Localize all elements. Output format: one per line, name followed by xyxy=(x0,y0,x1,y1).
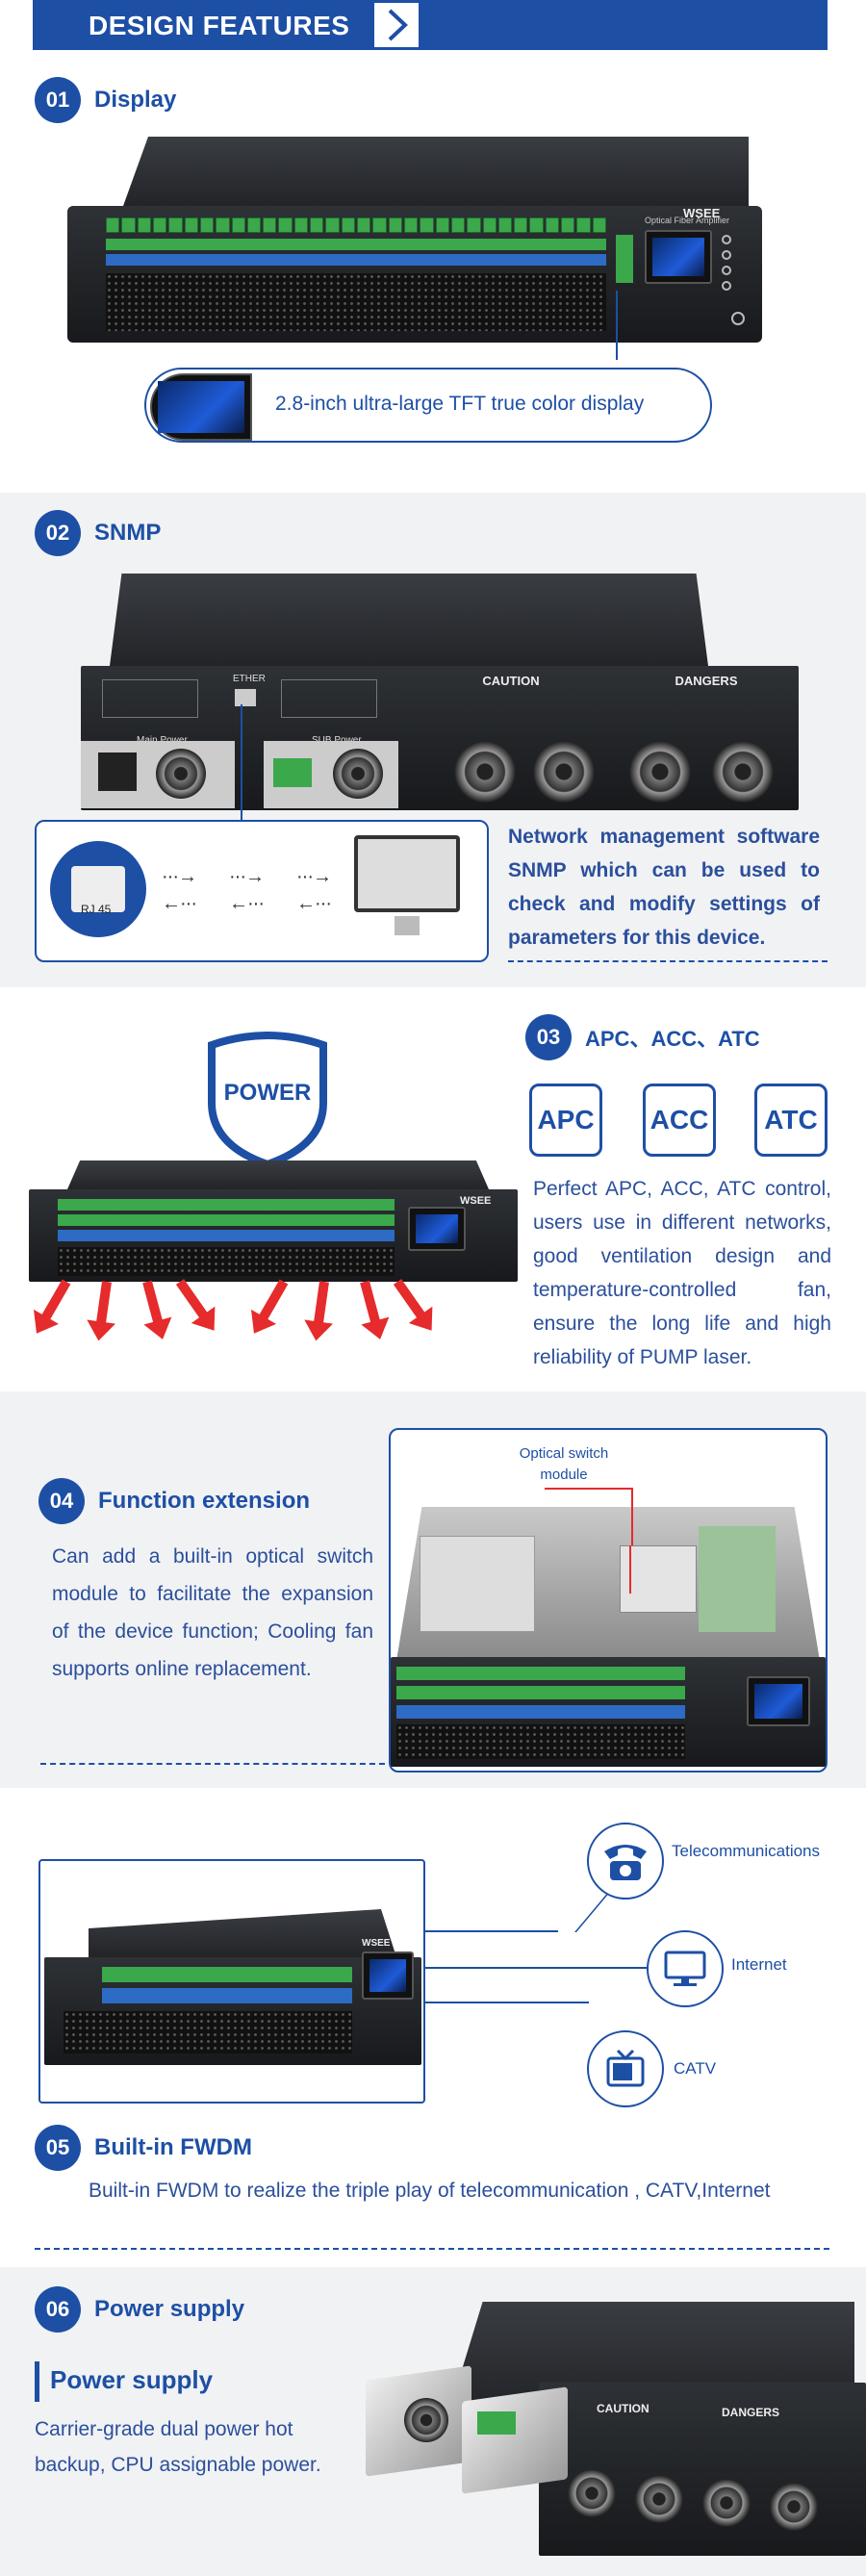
arrow-left-icon: ←··· xyxy=(296,893,332,914)
snmp-description: Network management software SNMP which c… xyxy=(508,826,820,949)
power-label: POWER xyxy=(223,1080,312,1106)
tft-screen xyxy=(645,230,712,284)
sub-power-label: SUB Power xyxy=(312,735,362,746)
dangers-label: DANGERS xyxy=(675,674,738,688)
chevron-right-icon xyxy=(371,0,421,50)
feature-number: 04 xyxy=(38,1478,85,1524)
caution-label: CAUTION xyxy=(597,2402,650,2415)
panel-label: Optical Fiber Amplifier xyxy=(645,216,730,225)
main-power-label: Main Power xyxy=(137,735,188,746)
feature-title: Power supply xyxy=(94,2296,245,2322)
page-title: DESIGN FEATURES xyxy=(89,11,350,40)
acc-badge: ACC xyxy=(643,1084,716,1157)
optical-switch-image: Optical switch module xyxy=(389,1428,828,1773)
rj45-label: RJ 45 xyxy=(81,903,112,916)
fwdm-device-image: WSEE xyxy=(38,1859,425,2104)
monitor-icon xyxy=(354,835,460,912)
feature-fwdm-section: WSEE Telecommunications Internet CATV 05… xyxy=(0,1788,866,2267)
computer-icon xyxy=(647,1930,724,2007)
feature-number: 05 xyxy=(35,2125,81,2171)
feature-title: Function extension xyxy=(98,1488,311,1514)
feature-title: Display xyxy=(94,87,177,113)
app-telecommunications: Telecommunications xyxy=(672,1842,821,1860)
rj45-port-icon xyxy=(50,841,146,937)
app-internet: Internet xyxy=(731,1955,787,1974)
header-bar: DESIGN FEATURES xyxy=(33,0,828,50)
telephone-icon xyxy=(587,1823,664,1900)
arrow-right-icon: ···→ xyxy=(296,866,332,887)
fwdm-description: Built-in FWDM to realize the triple play… xyxy=(89,2180,771,2202)
arrow-left-icon: ←··· xyxy=(162,893,197,914)
display-callout-text: 2.8-inch ultra-large TFT true color disp… xyxy=(275,393,645,415)
arrow-right-icon: ···→ xyxy=(229,866,265,887)
power-subtitle: Power supply xyxy=(50,2365,214,2394)
ether-label: ETHER xyxy=(233,674,266,684)
feature-number: 02 xyxy=(35,510,81,556)
feature-apc-section: POWER WSEE 03 APC、ACC、ATC APC ACC ATC Pe… xyxy=(0,987,866,1391)
feature-title: SNMP xyxy=(94,520,162,546)
feature-snmp-section: 02 SNMP ETHER CAUTION DANGERS Main Power… xyxy=(0,493,866,987)
feature-title: APC、ACC、ATC xyxy=(585,1027,760,1051)
tv-icon xyxy=(587,2030,664,2107)
arrow-right-icon: ···→ xyxy=(162,866,197,887)
power-description: Carrier-grade dual power hot backup, CPU… xyxy=(35,2418,321,2476)
feature-number: 06 xyxy=(35,2286,81,2333)
display-callout: 2.8-inch ultra-large TFT true color disp… xyxy=(144,368,712,443)
feature-heading: 01 Display xyxy=(35,77,176,123)
extension-description: Can add a built-in optical switch module… xyxy=(52,1545,373,1680)
feature-extension-section: 04 Function extension Can add a built-in… xyxy=(0,1391,866,1788)
feature-power-section: 06 Power supply Power supply Carrier-gra… xyxy=(0,2267,866,2576)
brand-logo: WSEE xyxy=(460,1195,492,1207)
power-shield-icon: POWER xyxy=(204,1032,331,1169)
feature-number: 01 xyxy=(35,77,81,123)
atc-badge: ATC xyxy=(754,1084,828,1157)
feature-number: 03 xyxy=(525,1014,572,1060)
apc-description: Perfect APC, ACC, ATC control, users use… xyxy=(533,1178,831,1368)
dangers-label: DANGERS xyxy=(722,2406,780,2419)
brand-logo: WSEE xyxy=(683,206,721,220)
brand-logo: WSEE xyxy=(362,1938,391,1949)
feature-display-section: 01 Display Optical Fiber Amplifier WSEE … xyxy=(0,50,866,493)
arrow-left-icon: ←··· xyxy=(229,893,265,914)
snmp-diagram: RJ 45 ···→ ←··· ···→ ←··· ···→ ←··· xyxy=(35,820,489,962)
feature-title: Built-in FWDM xyxy=(94,2134,252,2160)
optical-switch-label: Optical switch module xyxy=(519,1445,609,1483)
caution-label: CAUTION xyxy=(482,674,540,688)
app-catv: CATV xyxy=(674,2059,717,2078)
apc-badge: APC xyxy=(529,1084,602,1157)
